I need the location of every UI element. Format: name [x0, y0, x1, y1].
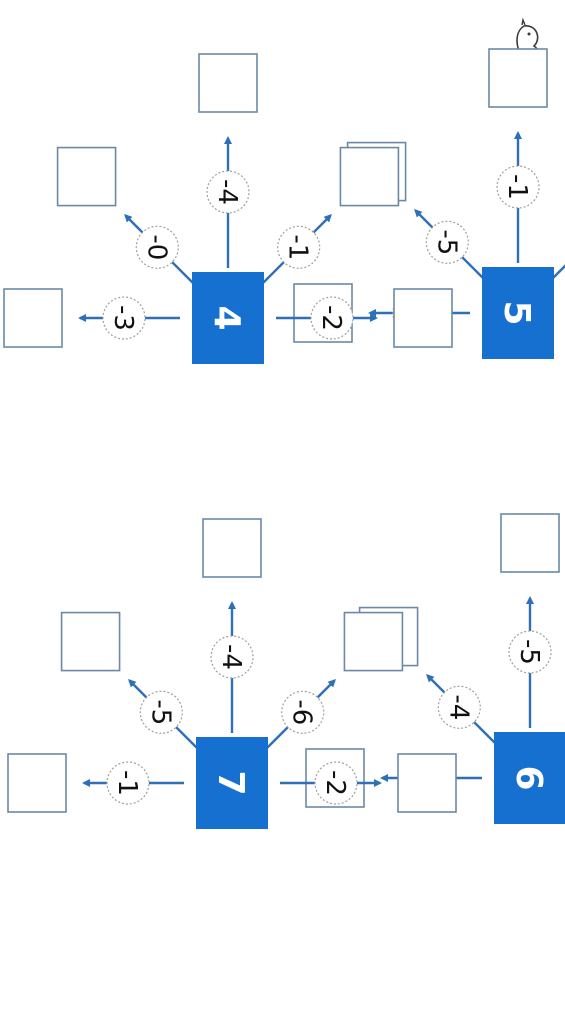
answer-box-left[interactable] — [202, 518, 262, 578]
operation-circle-left — [206, 170, 250, 214]
operation-circle-top — [314, 761, 358, 805]
answer-box-bottom[interactable] — [7, 753, 67, 813]
answer-box-lower-left[interactable] — [56, 146, 117, 207]
operation-circle-lower-left — [425, 220, 469, 264]
operation-label-lower-left: -5 — [145, 699, 175, 725]
operation-label-lower-left: -5 — [431, 229, 461, 255]
answer-box-top[interactable] — [393, 288, 453, 348]
operation-label-upper-left: -1 — [283, 234, 313, 260]
center-number-box — [196, 737, 268, 829]
operation-label-left: -4 — [212, 179, 242, 205]
answer-box-left[interactable] — [488, 48, 548, 108]
operation-circle-lower-left — [135, 225, 179, 269]
operation-circle-bottom — [102, 296, 146, 340]
operation-label-top: -2 — [316, 305, 346, 331]
center-number-box — [494, 732, 565, 824]
operation-label-lower-left: -0 — [141, 234, 171, 260]
arrow-upper-left — [552, 209, 565, 279]
operation-label-bottom: -3 — [108, 305, 138, 331]
center-number: 6 — [508, 765, 549, 790]
operation-circle-lower-left — [139, 690, 183, 734]
answer-box-left[interactable] — [500, 513, 560, 573]
operation-circle-bottom — [106, 761, 150, 805]
operation-label-lower-left: -4 — [443, 694, 473, 720]
answer-box-lower-left[interactable] — [60, 611, 121, 672]
operation-circle-left — [210, 635, 254, 679]
answer-box-upper-left[interactable] — [339, 146, 400, 207]
answer-box-upper-left[interactable] — [343, 611, 404, 672]
operation-circle-left — [508, 630, 552, 674]
operation-label-upper-left: -6 — [287, 699, 317, 725]
center-number-box — [482, 267, 554, 359]
center-number: 4 — [206, 305, 247, 330]
answer-box-left[interactable] — [198, 53, 258, 113]
operation-label-left: -1 — [502, 174, 532, 200]
operation-label-left: -5 — [514, 639, 544, 665]
operation-circle-upper-left — [277, 225, 321, 269]
center-number: 5 — [496, 300, 537, 325]
center-number: 7 — [210, 770, 251, 795]
answer-box-bottom[interactable] — [3, 288, 63, 348]
operation-label-bottom: -1 — [112, 770, 142, 796]
operation-label-top: -2 — [320, 770, 350, 796]
operation-circle-left — [496, 165, 540, 209]
exercise-3: -2 -1 -4 -0 -3 4 — [3, 53, 453, 364]
answer-box-top[interactable] — [397, 753, 457, 813]
operation-circle-top — [310, 296, 354, 340]
exercise-4: -2 -6 -4 -5 -1 7 — [7, 518, 457, 829]
operation-circle-upper-left — [281, 690, 325, 734]
operation-circle-lower-left — [437, 685, 481, 729]
operation-label-left: -4 — [216, 644, 246, 670]
center-number-box — [192, 272, 264, 364]
